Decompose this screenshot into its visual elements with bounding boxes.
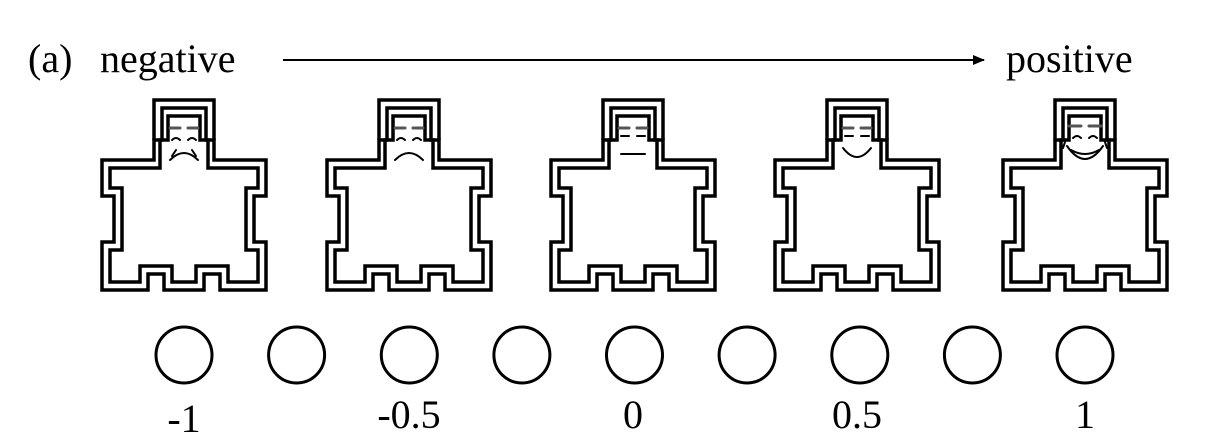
body-inner-outline (1009, 114, 1161, 284)
rating-circles-row (154, 325, 1115, 385)
face-neutral (617, 126, 649, 155)
tick-label: 0 (623, 392, 643, 437)
tick-label: 0.5 (832, 392, 882, 437)
body-outline (1001, 106, 1169, 292)
negative-label: negative (100, 36, 236, 81)
figure-positive (773, 98, 941, 292)
rating-circle[interactable] (605, 325, 664, 385)
figure-neutral (549, 98, 717, 292)
rating-circle[interactable] (492, 325, 552, 385)
rating-circle[interactable] (830, 325, 890, 385)
head-frame (1053, 98, 1117, 140)
head-frame (152, 98, 216, 140)
body-outline (773, 106, 941, 292)
rating-circle[interactable] (154, 325, 214, 385)
positive-label: positive (1006, 36, 1133, 81)
body-inner-outline (333, 114, 485, 284)
figure-very-negative (100, 98, 268, 292)
head-frame (825, 98, 889, 140)
face-smile (841, 126, 873, 158)
tick-labels-row: -1 -0.5 0 0.5 1 (167, 392, 1095, 441)
rating-circle[interactable] (1055, 325, 1115, 385)
tick-label: -0.5 (377, 392, 440, 437)
face-frown (393, 126, 425, 161)
tick-label: -1 (167, 396, 200, 441)
body-outline (100, 106, 268, 292)
rating-circle[interactable] (942, 325, 1002, 385)
body-inner-outline (781, 114, 933, 284)
figure-very-positive (1001, 98, 1169, 292)
face-frown-strong (168, 126, 200, 161)
figures-row (100, 98, 1169, 292)
head-frame (601, 98, 665, 140)
rating-circle[interactable] (267, 325, 327, 385)
body-outline (325, 106, 493, 292)
rating-circle[interactable] (379, 325, 439, 385)
body-outline (549, 106, 717, 292)
tick-label: 1 (1075, 392, 1095, 437)
rating-circle[interactable] (717, 325, 777, 385)
figure-negative (325, 98, 493, 292)
face-grin (1062, 124, 1108, 160)
body-inner-outline (557, 114, 709, 284)
head-frame (377, 98, 441, 140)
panel-label: (a) (28, 36, 72, 81)
body-inner-outline (108, 114, 260, 284)
